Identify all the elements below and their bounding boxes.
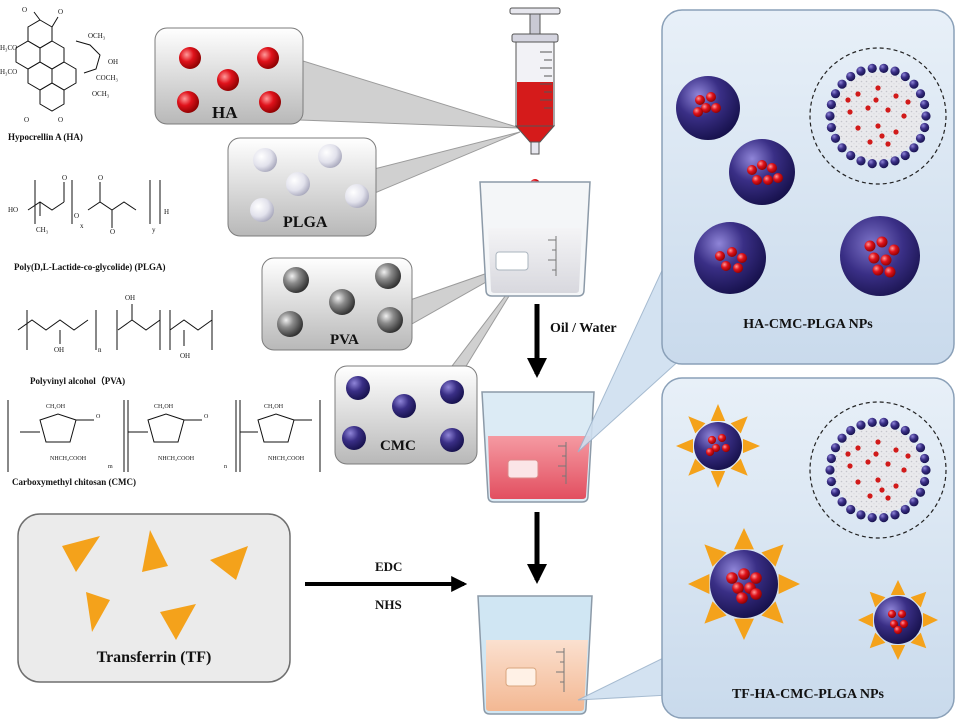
svg-text:O: O (24, 116, 29, 124)
svg-text:OCH₃: OCH₃ (92, 90, 110, 98)
svg-text:OH: OH (125, 294, 135, 302)
pva-particle (277, 311, 303, 337)
plga-callout-label: PLGA (283, 214, 328, 231)
plga-particle (253, 148, 277, 172)
ha-particle (179, 47, 201, 69)
pva-particle (283, 267, 309, 293)
svg-text:O: O (58, 8, 63, 16)
pva-callout-label: PVA (330, 332, 359, 348)
svg-text:O: O (204, 414, 209, 420)
svg-text:O: O (62, 174, 67, 182)
svg-text:CH₂OH: CH₂OH (46, 404, 66, 410)
tf-triangle (210, 546, 248, 580)
np-cross-section (809, 47, 947, 185)
beaker-oil-water (481, 391, 595, 503)
edc-label: EDC (375, 559, 402, 574)
svg-text:CH₃: CH₃ (36, 226, 49, 234)
tf-triangle (62, 536, 100, 572)
plga-particle (318, 144, 342, 168)
svg-text:H₃CO: H₃CO (0, 44, 17, 52)
np-particle-large (840, 216, 920, 296)
svg-text:CH₂OH: CH₂OH (154, 404, 174, 410)
oil-water-label: Oil / Water (550, 321, 617, 336)
svg-text:O: O (74, 212, 79, 220)
svg-text:O: O (110, 228, 115, 236)
ha-particle (257, 47, 279, 69)
cmc-callout: CMC (334, 365, 478, 465)
pva-particle (329, 289, 355, 315)
tf-triangle (142, 530, 168, 572)
plga-particle (250, 198, 274, 222)
tf-triangle (86, 592, 110, 632)
pva-structure (17, 304, 213, 350)
cmc-particle (440, 380, 464, 404)
svg-text:H: H (164, 208, 169, 216)
cmc-particle (342, 426, 366, 450)
beaker-conjugation (477, 595, 593, 715)
plga-particle (286, 172, 310, 196)
svg-text:OH: OH (180, 352, 190, 360)
tf-np-particle (858, 580, 938, 660)
cmc-particle (346, 376, 370, 400)
svg-text:HO: HO (8, 206, 18, 214)
svg-text:n: n (224, 464, 227, 470)
ha-particle (177, 91, 199, 113)
plga-structure (27, 180, 161, 228)
np-particle (676, 76, 740, 140)
np2-label: TF-HA-CMC-PLGA NPs (732, 687, 885, 702)
ha-callout-label: HA (212, 103, 238, 122)
tf-np-particle (676, 404, 760, 488)
ha-structure-text: O (22, 6, 27, 14)
pva-callout: PVA (261, 257, 413, 351)
svg-text:y: y (152, 226, 156, 234)
svg-text:x: x (80, 222, 84, 230)
transferrin-panel: Transferrin (TF) (17, 513, 291, 683)
svg-text:OH: OH (108, 58, 118, 66)
svg-text:OCH₃: OCH₃ (88, 32, 106, 40)
svg-text:COCH₃: COCH₃ (96, 74, 118, 82)
cmc-particle (392, 394, 416, 418)
svg-text:NHCH₂COOH: NHCH₂COOH (50, 456, 87, 462)
ha-structure (15, 11, 101, 112)
cmc-chemical-label: Carboxymethyl chitosan (CMC) (12, 477, 136, 487)
ha-particle (217, 69, 239, 91)
svg-text:NHCH₂COOH: NHCH₂COOH (158, 456, 195, 462)
pva-chemical-label: Polyvinyl alcohol（PVA) (30, 376, 125, 386)
ha-chemical-label: Hypocrellin A (HA) (8, 132, 83, 142)
tf-label: Transferrin (TF) (97, 649, 212, 666)
cmc-callout-label: CMC (380, 438, 416, 454)
tf-ha-cmc-plga-np-panel: TF-HA-CMC-PLGA NPs (661, 377, 955, 719)
np-cross-section (809, 401, 947, 539)
svg-text:O: O (58, 116, 63, 124)
np1-label: HA-CMC-PLGA NPs (743, 317, 873, 332)
nhs-label: NHS (375, 597, 402, 612)
beaker-mixing (479, 181, 591, 297)
pva-particle (377, 307, 403, 333)
plga-callout: PLGA (227, 137, 377, 237)
ha-callout: HA (154, 27, 304, 125)
process-arrows (305, 304, 547, 592)
svg-text:H₃CO: H₃CO (0, 68, 17, 76)
cmc-structure (7, 400, 321, 472)
ha-particle (259, 91, 281, 113)
svg-text:O: O (98, 174, 103, 182)
ha-cmc-plga-np-panel: HA-CMC-PLGA NPs (661, 9, 955, 365)
np-particle (729, 139, 795, 205)
syringe (509, 7, 561, 189)
pva-particle (375, 263, 401, 289)
svg-text:CH₂OH: CH₂OH (264, 404, 284, 410)
svg-text:O: O (96, 414, 101, 420)
tf-np-particle-large (688, 528, 800, 640)
svg-text:n: n (98, 346, 102, 354)
plga-particle (345, 184, 369, 208)
cmc-particle (440, 428, 464, 452)
tf-triangle (160, 604, 196, 640)
svg-text:OH: OH (54, 346, 64, 354)
np-particle (694, 222, 766, 294)
plga-chemical-label: Poly(D,L-Lactide-co-glycolide) (PLGA) (14, 262, 165, 272)
svg-text:m: m (108, 464, 113, 470)
svg-text:NHCH₂COOH: NHCH₂COOH (268, 456, 305, 462)
